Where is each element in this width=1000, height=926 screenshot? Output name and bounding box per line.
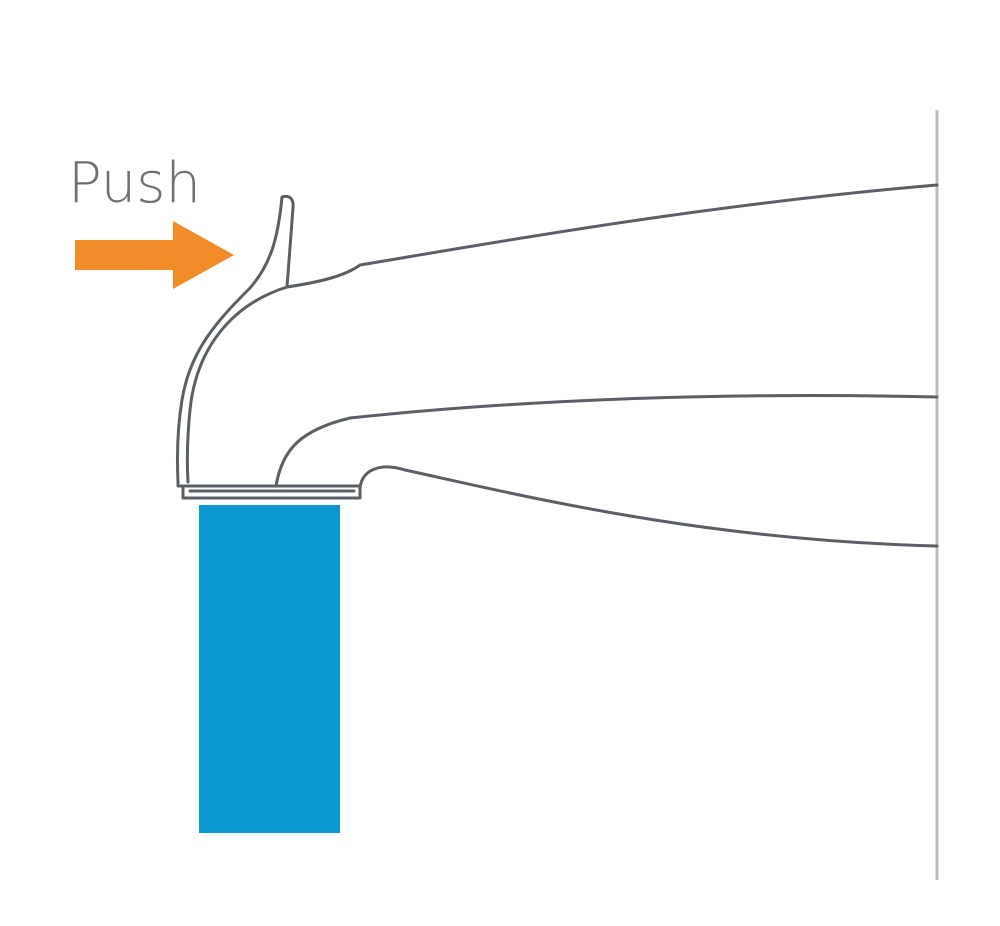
push-arrow-icon	[75, 221, 234, 289]
spout-outlet	[176, 480, 362, 500]
spout-bottom-edge	[358, 465, 939, 548]
spout-middle-seam	[274, 394, 939, 488]
push-label: Push	[68, 151, 201, 216]
spout-top-edge	[285, 183, 939, 289]
water-stream	[199, 505, 340, 833]
spout-front-inner	[185, 285, 289, 484]
tub-spout	[175, 183, 939, 548]
diverter-lever[interactable]	[175, 194, 295, 484]
